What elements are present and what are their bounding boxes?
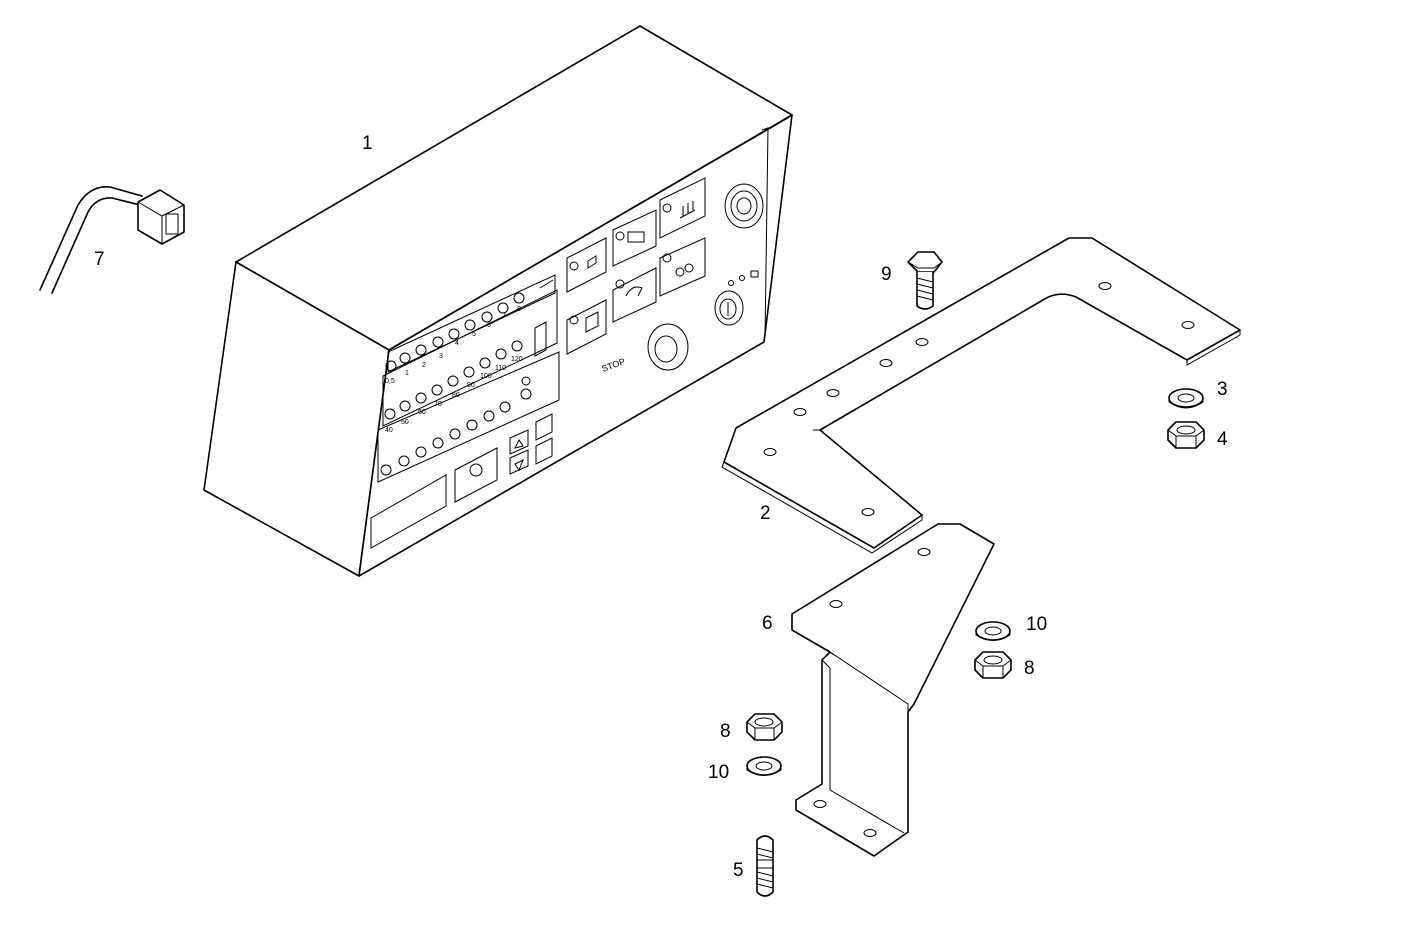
connector-socket <box>724 183 764 229</box>
svg-text:40: 40 <box>385 427 393 434</box>
svg-text:100: 100 <box>480 373 492 380</box>
function-buttons <box>370 177 706 549</box>
svg-text:50: 50 <box>401 419 409 426</box>
svg-text:60: 60 <box>418 409 426 416</box>
svg-text:3: 3 <box>439 353 443 360</box>
part-8-hex-nut-right <box>974 651 1012 679</box>
callout-6: 6 <box>762 613 773 634</box>
part-10-washer-left <box>746 756 782 776</box>
svg-text:70: 70 <box>434 401 442 408</box>
svg-text:110: 110 <box>495 365 506 372</box>
part-10-washer-right <box>975 621 1011 641</box>
svg-text:7: 7 <box>502 313 506 320</box>
callout-2: 2 <box>760 503 771 524</box>
callout-8-left: 8 <box>720 721 731 742</box>
part-3-washer <box>1168 388 1204 409</box>
part-1-control-box: 0,5 1 2 3 4 5 6 7 8 40 50 60 70 80 90 10… <box>203 25 793 577</box>
svg-text:90: 90 <box>467 382 475 389</box>
part-6-support-bracket <box>791 523 995 857</box>
indicator-labels: 0,5 1 2 3 4 5 6 7 8 40 50 60 70 80 90 10… <box>385 306 523 434</box>
part-8-hex-nut-left <box>746 713 783 741</box>
callout-10-right: 10 <box>1026 614 1047 635</box>
part-5-stud <box>756 835 774 897</box>
ignition-key-switch <box>714 270 759 326</box>
callout-3: 3 <box>1217 379 1228 400</box>
svg-text:120: 120 <box>511 356 523 363</box>
callout-10-left: 10 <box>708 762 729 783</box>
callout-1: 1 <box>362 133 373 154</box>
part-9-hex-bolt <box>907 251 943 310</box>
callout-7: 7 <box>94 249 105 270</box>
indicator-lamps <box>380 279 554 476</box>
svg-text:4: 4 <box>455 340 459 347</box>
callout-9: 9 <box>881 264 892 285</box>
callout-5: 5 <box>733 860 744 881</box>
svg-text:5: 5 <box>472 331 476 338</box>
callout-8-right: 8 <box>1024 658 1035 679</box>
svg-text:0,5: 0,5 <box>385 378 395 385</box>
part-2-mounting-frame <box>721 237 1241 554</box>
svg-text:8: 8 <box>517 306 521 313</box>
svg-text:6: 6 <box>487 322 491 329</box>
svg-text:80: 80 <box>452 392 460 399</box>
svg-text:1: 1 <box>405 370 409 377</box>
svg-text:2: 2 <box>422 362 426 369</box>
stop-button <box>647 323 689 371</box>
part-4-hex-nut <box>1167 421 1205 449</box>
callout-4: 4 <box>1217 429 1228 450</box>
part-7-cable-connector <box>39 186 185 294</box>
